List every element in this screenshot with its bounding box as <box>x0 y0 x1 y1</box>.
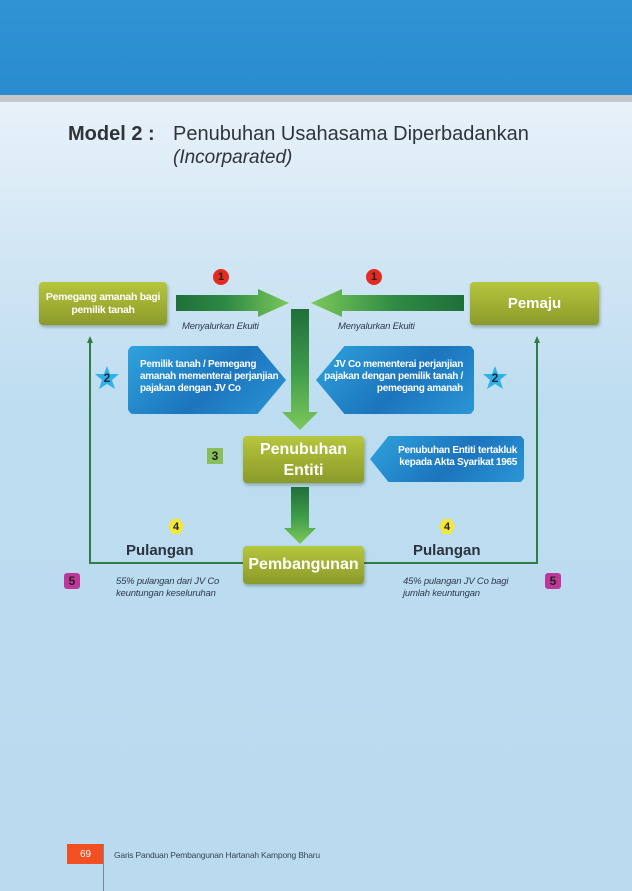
model-label: Model 2 : <box>68 123 155 145</box>
step-1-badge-left: 1 <box>213 269 229 285</box>
returns-label-left: Pulangan <box>126 542 194 559</box>
return-line-left <box>89 342 243 564</box>
central-down-arrow <box>282 309 318 430</box>
star-icon <box>95 366 119 389</box>
star-icon <box>483 366 507 389</box>
step-2-number-left: 2 <box>103 371 111 385</box>
step-5-badge-right: 5 <box>545 573 561 589</box>
page-number: 69 <box>67 844 104 864</box>
page-subtitle: (Incorparated) <box>173 147 293 168</box>
lease-note-right: JV Co mementerai perjanjian pajakan deng… <box>316 346 474 414</box>
footer-divider <box>103 844 104 891</box>
equity-arrow-left <box>176 289 289 317</box>
step-2-badge-left: 2 <box>94 365 120 391</box>
equity-caption-left: Menyalurkan Ekuiti <box>182 321 259 332</box>
node-landowner-trustee: Pemegang amanah bagi pemilik tanah <box>39 282 167 325</box>
node-development: Pembangunan <box>243 546 364 584</box>
development-down-arrow <box>284 487 316 544</box>
step-1-badge-right: 1 <box>366 269 382 285</box>
return-arrowhead-right <box>534 336 540 343</box>
equity-arrow-right <box>311 289 464 317</box>
entity-note: Penubuhan Entiti tertakluk kepada Akta S… <box>370 436 524 482</box>
header-band <box>0 0 632 95</box>
step-2-badge-right: 2 <box>482 365 508 391</box>
share-note-right: 45% pulangan JV Co bagi jumlah keuntunga… <box>403 576 509 599</box>
footer-book-title: Garis Panduan Pembangunan Hartanah Kampo… <box>114 850 320 860</box>
return-arrowhead-left <box>87 336 93 343</box>
step-4-badge-right: 4 <box>439 519 455 534</box>
node-developer: Pemaju <box>470 282 599 325</box>
step-5-badge-left: 5 <box>64 573 80 589</box>
returns-label-right: Pulangan <box>413 542 481 559</box>
equity-caption-right: Menyalurkan Ekuiti <box>338 321 415 332</box>
page-title: Penubuhan Usahasama Diperbadankan <box>173 123 529 145</box>
header-divider <box>0 95 632 102</box>
lease-note-left: Pemilik tanah / Pemegang amanah mementer… <box>128 346 286 414</box>
node-entity-formation: Penubuhan Entiti <box>243 436 364 483</box>
share-note-left: 55% pulangan dari JV Co keuntungan kesel… <box>116 576 220 599</box>
return-line-right <box>364 342 538 564</box>
step-4-badge-left: 4 <box>168 519 184 534</box>
step-2-number-right: 2 <box>491 371 499 385</box>
step-3-badge: 3 <box>207 448 223 464</box>
